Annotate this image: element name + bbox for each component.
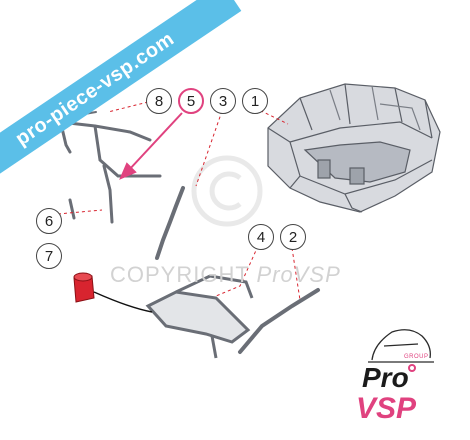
callout-6: 6 xyxy=(36,208,62,234)
part-7-red-plug xyxy=(73,272,153,313)
part-4-lower-frame xyxy=(145,274,254,359)
callout-4: 4 xyxy=(248,224,274,250)
callout-1: 1 xyxy=(242,88,268,114)
callout-5-arrow xyxy=(119,112,183,180)
logo-pro-text: Pro xyxy=(362,362,409,393)
part-6-8-roll-bar-assembly xyxy=(58,111,162,224)
callout-7: 7 xyxy=(36,243,62,269)
part-2-crossmember xyxy=(238,288,320,354)
callout-2: 2 xyxy=(280,224,306,250)
callout-5: 5 xyxy=(178,88,204,114)
copyright-symbol-watermark xyxy=(191,155,263,227)
part-3-side-tube xyxy=(155,186,185,260)
callout-8: 8 xyxy=(146,88,172,114)
copyright-word: COPYRIGHT xyxy=(110,262,250,287)
part-1-chassis-frame xyxy=(267,83,441,213)
provsp-logo-car-icon xyxy=(368,329,434,372)
logo-group-tag: GROUP xyxy=(404,354,429,360)
leader-lines xyxy=(57,101,301,301)
callout-3: 3 xyxy=(210,88,236,114)
copyright-watermark: COPYRIGHT ProVSP xyxy=(110,262,341,288)
logo-vsp-text: VSP xyxy=(356,392,417,425)
copyright-brand: ProVSP xyxy=(256,262,341,287)
